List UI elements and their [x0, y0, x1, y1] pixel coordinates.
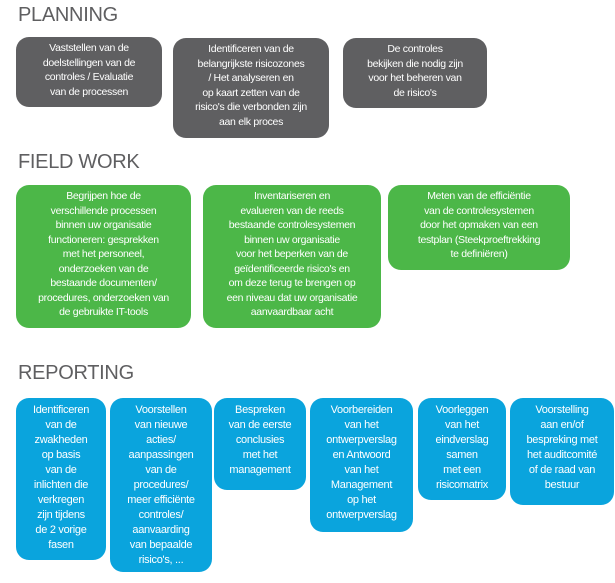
fieldwork-step-1: Begrijpen hoe de verschillende processen…	[16, 185, 191, 328]
planning-step-1: Vaststellen van de doelstellingen van de…	[16, 37, 162, 107]
reporting-step-5: Voorleggen van het eindverslag samen met…	[418, 398, 506, 500]
reporting-step-6: Voorstelling aan en/of bespreking met he…	[510, 398, 614, 505]
reporting-step-1: Identificeren van de zwakheden op basis …	[16, 398, 106, 560]
reporting-step-4: Voorbereiden van het ontwerpverslag en A…	[310, 398, 413, 532]
fieldwork-title: FIELD WORK	[18, 151, 140, 173]
planning-step-2: Identificeren van de belangrijkste risic…	[173, 38, 329, 138]
planning-step-3: De controles bekijken die nodig zijn voo…	[343, 38, 487, 108]
fieldwork-step-2: Inventariseren en evalueren van de reeds…	[203, 185, 381, 328]
planning-title: PLANNING	[18, 4, 118, 26]
reporting-title: REPORTING	[18, 362, 134, 384]
fieldwork-step-3: Meten van de efficiëntie van de controle…	[388, 185, 570, 270]
reporting-step-3: Bespreken van de eerste conclusies met h…	[214, 398, 306, 490]
reporting-step-2: Voorstellen van nieuwe acties/ aanpassin…	[110, 398, 212, 572]
